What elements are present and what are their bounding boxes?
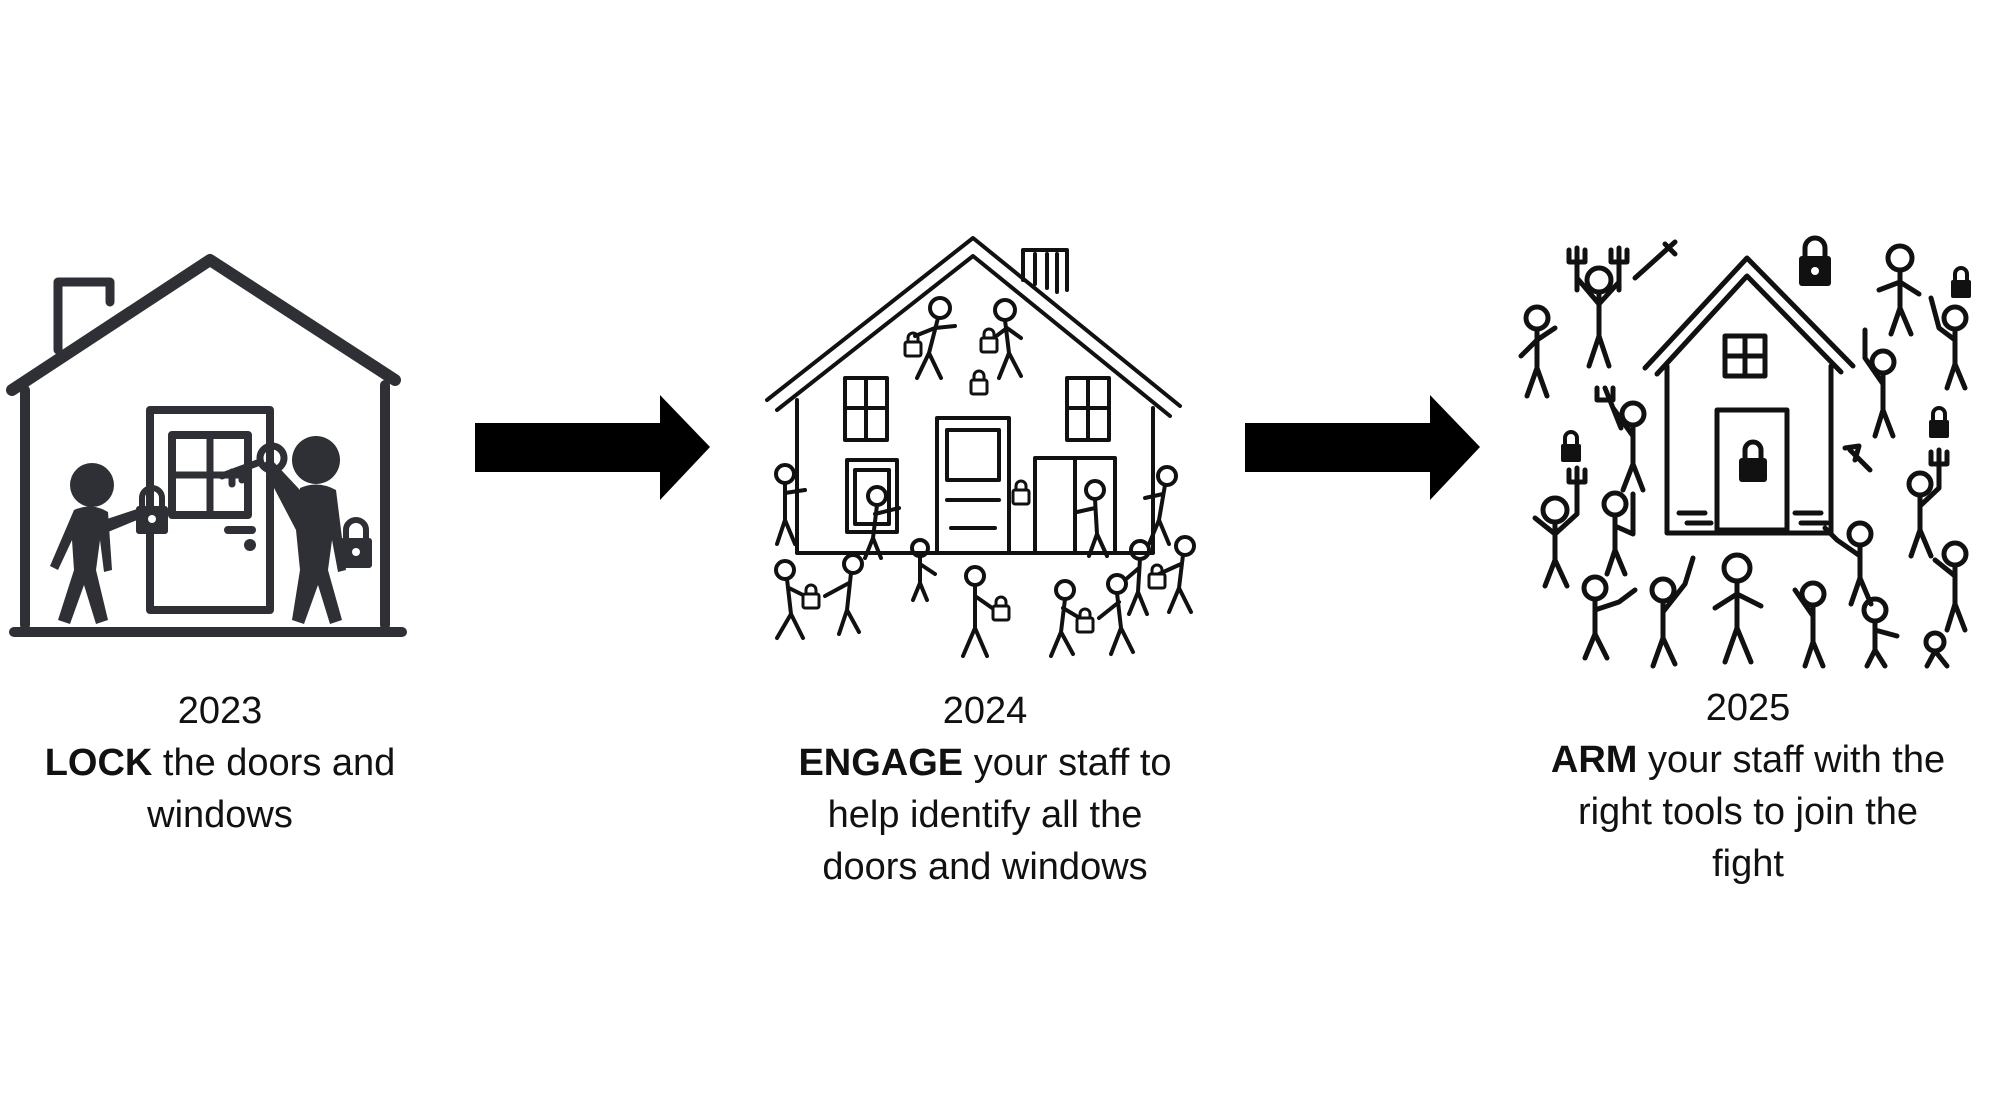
step-text: your staff to help identify all the door… (822, 742, 1172, 888)
step-text: the doors and windows (147, 742, 396, 836)
step-caption-2023: 2023 LOCK the doors and windows (20, 685, 420, 841)
step-keyword: ENGAGE (798, 742, 964, 784)
step-year: 2024 (942, 690, 1028, 732)
step-year: 2023 (177, 690, 263, 732)
step-keyword: ARM (1550, 739, 1638, 781)
step-caption-2025: 2025 ARM your staff with the right tools… (1548, 682, 1948, 890)
right-arrow-icon (475, 395, 710, 500)
step-caption-2024: 2024 ENGAGE your staff to help identify … (775, 685, 1195, 893)
house-surrounded-by-stick-figures-with-padlocks-icon (765, 236, 1196, 658)
step-year: 2025 (1705, 687, 1791, 729)
step-text: your staff with the right tools to join … (1577, 739, 1946, 885)
house-with-two-people-locking-door-icon (6, 254, 407, 637)
right-arrow-icon (1245, 395, 1480, 500)
house-surrounded-by-armed-stick-figures-icon (1518, 235, 1971, 669)
step-keyword: LOCK (44, 742, 153, 784)
